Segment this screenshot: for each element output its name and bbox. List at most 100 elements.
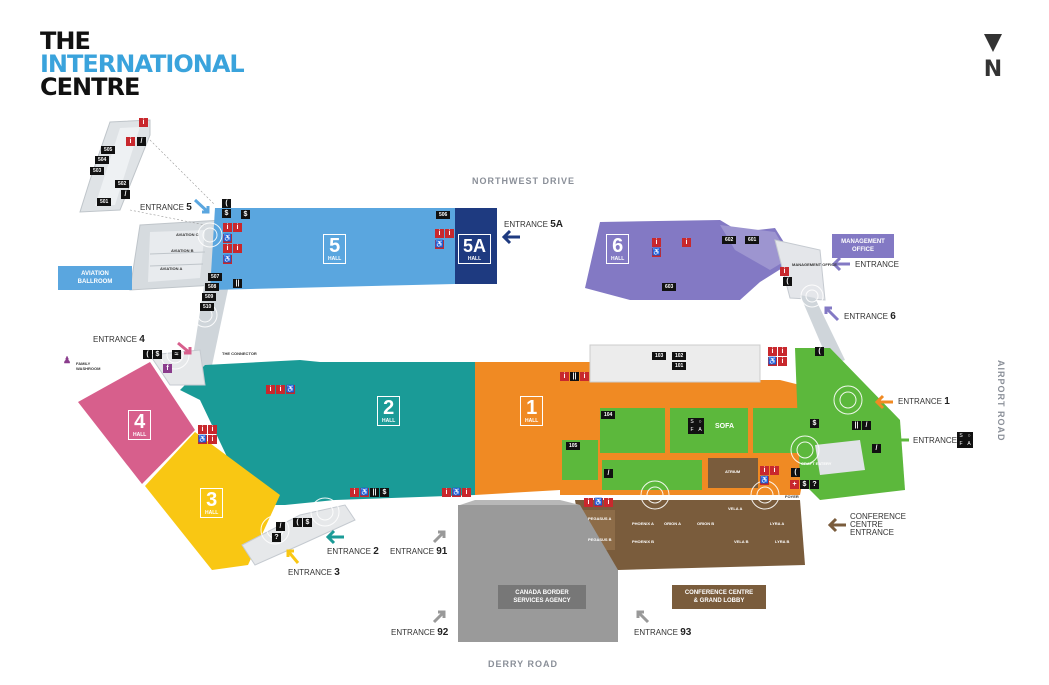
accessible-icon: ♿ xyxy=(223,234,232,243)
phone-icon: ( xyxy=(791,468,800,477)
aviation-ballroom-line-2: BALLROOM xyxy=(77,279,113,285)
room-507[interactable]: 507 xyxy=(208,273,223,281)
stairs-icon: / xyxy=(604,469,613,478)
room-504[interactable]: 504 xyxy=(95,156,110,164)
accessible-icon: ♿ xyxy=(198,435,207,444)
phone-icon: ( xyxy=(143,350,152,359)
washroom-icon: i xyxy=(266,385,275,394)
conf-room-orion-b[interactable]: ORION B xyxy=(697,521,715,526)
hall-2-label[interactable]: 2 HALL xyxy=(377,396,401,426)
hall-4-label[interactable]: 4 HALL xyxy=(128,410,152,440)
conf-room-foyer[interactable]: FOYER xyxy=(785,494,799,499)
room-603[interactable]: 603 xyxy=(662,283,677,291)
conf-room-orion-a[interactable]: ORION A xyxy=(664,521,681,526)
conf-room-vela-b[interactable]: VELA B xyxy=(734,539,749,544)
hall-4-word: HALL xyxy=(133,432,147,438)
room-505[interactable]: 505 xyxy=(101,146,116,154)
hall-3-label[interactable]: 3 HALL xyxy=(200,488,224,518)
entrance-93-label[interactable]: ENTRANCE 93 xyxy=(634,627,691,638)
conf-room-vela-a[interactable]: VELA A xyxy=(728,506,743,511)
aviation-b-label[interactable]: AVIATION B xyxy=(171,248,194,253)
hall-1-word: HALL xyxy=(525,418,539,424)
washroom-icon: i xyxy=(560,372,569,381)
entrance-4-label[interactable]: ENTRANCE 4 xyxy=(93,334,145,345)
conf-room-phoenix-b[interactable]: PHOENIX B xyxy=(632,539,655,544)
entrance-mgmt-label[interactable]: ENTRANCE xyxy=(855,260,900,269)
hall-5a-number: 5A xyxy=(463,236,487,256)
accessible-icon: ♿ xyxy=(223,255,232,264)
entrance-2-label[interactable]: ENTRANCE 2 xyxy=(327,546,379,557)
entrance-5-word: ENTRANCE xyxy=(140,203,185,212)
aviation-c-label[interactable]: AVIATION C xyxy=(176,232,199,237)
conf-room-pegasus-a[interactable]: PEGASUS A xyxy=(588,516,612,521)
management-office-tag[interactable]: MANAGEMENT OFFICE xyxy=(832,234,894,258)
hall-5-label[interactable]: 5 HALL xyxy=(323,234,347,264)
first-aid-icon: + xyxy=(790,480,799,489)
room-510[interactable]: 510 xyxy=(200,303,215,311)
sofa-label[interactable]: SOFA xyxy=(715,423,735,430)
hall-2 xyxy=(180,360,475,505)
conf-room-phoenix-a[interactable]: PHOENIX A xyxy=(632,521,654,526)
aviation-a-label[interactable]: AVIATION A xyxy=(160,266,183,271)
logo-line-3: CENTRE xyxy=(40,73,140,101)
room-601[interactable]: 601 xyxy=(745,236,760,244)
sofa-letter-1: S xyxy=(690,419,694,425)
entrance-5a-label[interactable]: ENTRANCE 5A xyxy=(504,219,563,230)
north-arrow-icon: N xyxy=(980,32,1006,82)
room-102[interactable]: 102 xyxy=(672,352,687,360)
hall-6-number: 6 xyxy=(612,235,624,257)
room-509[interactable]: 509 xyxy=(202,293,217,301)
atm-icon: $ xyxy=(303,518,312,527)
accessible-icon: ♿ xyxy=(594,498,603,507)
atm-icon: $ xyxy=(800,480,809,489)
aviation-ballroom-tag[interactable]: AVIATION BALLROOM xyxy=(58,266,132,290)
phone-icon: ( xyxy=(222,199,231,208)
room-502[interactable]: 502 xyxy=(115,180,130,188)
hall-1-number: 1 xyxy=(526,397,538,419)
room-103[interactable]: 103 xyxy=(652,352,667,360)
conference-tag[interactable]: CONFERENCE CENTRE & GRAND LOBBY xyxy=(672,585,766,609)
hall-1-label[interactable]: 1 HALL xyxy=(520,396,544,426)
entrance-93-num: 93 xyxy=(680,627,692,638)
entrance-sofa-label[interactable]: ENTRANCE xyxy=(913,436,958,445)
entrance-3-label[interactable]: ENTRANCE 3 xyxy=(288,567,340,578)
room-503[interactable]: 503 xyxy=(90,167,105,175)
entrance-5-label[interactable]: ENTRANCE 5 xyxy=(140,202,192,213)
conf-room-atrium[interactable]: ATRIUM xyxy=(725,469,741,474)
room-101[interactable]: 101 xyxy=(672,362,687,370)
washroom-icon: i xyxy=(276,385,285,394)
washroom-icon: i xyxy=(778,357,787,366)
washroom-icon: i xyxy=(584,498,593,507)
conf-room-lyra-a[interactable]: LYRA A xyxy=(770,521,785,526)
accessible-icon: ♿ xyxy=(286,385,295,394)
room-506[interactable]: 506 xyxy=(436,211,451,219)
sofa-letter-2: ○ xyxy=(698,419,702,425)
atm-icon: $ xyxy=(810,419,819,428)
hall-5a-word: HALL xyxy=(467,256,482,262)
entrance-6-label[interactable]: ENTRANCE 6 xyxy=(844,311,896,322)
family-washroom-line-2: WASHROOM xyxy=(76,366,101,371)
conf-room-lyra-b[interactable]: LYRA B xyxy=(775,539,790,544)
phone-icon: ( xyxy=(783,277,792,286)
cbsa-tag[interactable]: CANADA BORDER SERVICES AGENCY xyxy=(498,585,586,609)
entrance-92-num: 92 xyxy=(437,627,449,638)
conference-entrance-line-3: ENTRANCE xyxy=(850,528,895,537)
craft-eatery-label[interactable]: CRAFT EATERY xyxy=(801,461,832,466)
hall-5a-label[interactable]: 5A HALL xyxy=(458,234,492,264)
hall-6-label[interactable]: 6 HALL xyxy=(606,234,630,264)
conference-entrance-label[interactable]: CONFERENCE CENTRE ENTRANCE xyxy=(850,513,906,537)
conf-room-pegasus-b[interactable]: PEGASUS B xyxy=(588,537,612,542)
hall-3-number: 3 xyxy=(206,489,218,511)
room-508[interactable]: 508 xyxy=(205,283,220,291)
washroom-icon: i xyxy=(223,244,232,253)
entrance-92-label[interactable]: ENTRANCE 92 xyxy=(391,627,448,638)
room-501[interactable]: 501 xyxy=(97,198,112,206)
entrance-91-label[interactable]: ENTRANCE 91 xyxy=(390,546,447,557)
conference-entrance-line-1: CONFERENCE xyxy=(850,512,907,521)
washroom-icon: i xyxy=(462,488,471,497)
entrance-1-label[interactable]: ENTRANCE 1 xyxy=(898,396,950,407)
room-602[interactable]: 602 xyxy=(722,236,737,244)
room-105[interactable]: 105 xyxy=(566,442,581,450)
room-104[interactable]: 104 xyxy=(601,411,616,419)
hall-2-number: 2 xyxy=(383,397,395,419)
